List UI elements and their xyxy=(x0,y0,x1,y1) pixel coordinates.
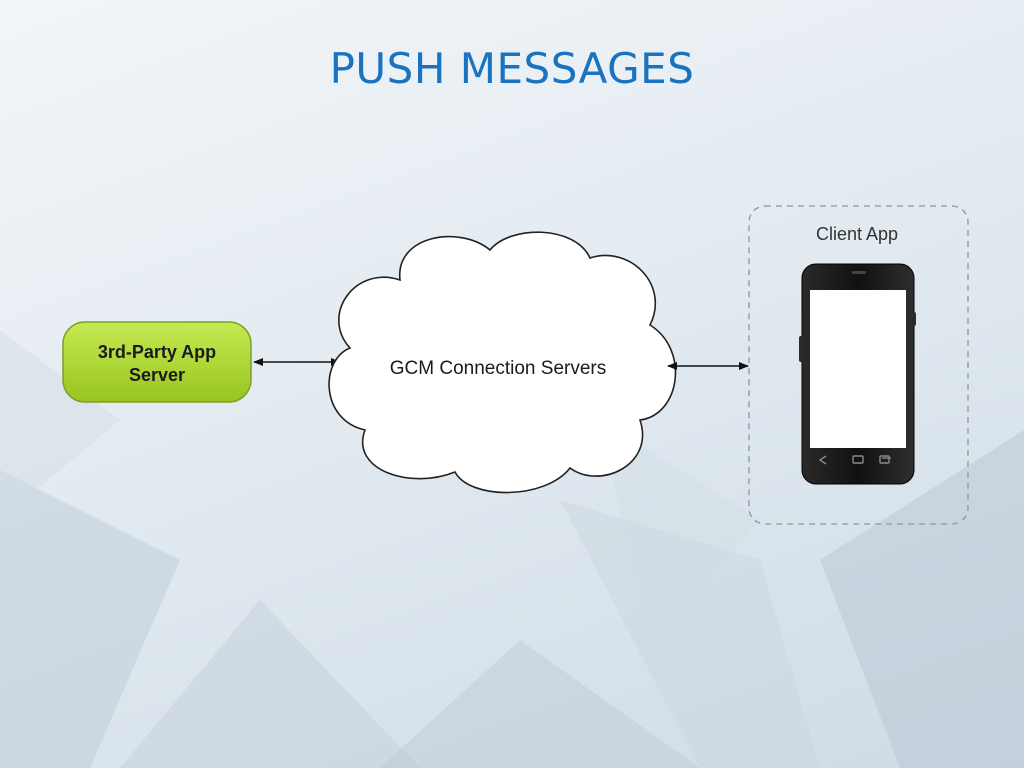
phone-icon xyxy=(799,263,916,485)
app-server-label-line1: 3rd-Party App xyxy=(98,342,216,362)
phone-screen xyxy=(810,290,906,448)
app-server-node: 3rd-Party App Server xyxy=(62,321,252,403)
slide-title: PUSH MESSAGES xyxy=(329,44,695,93)
phone-nav-buttons xyxy=(818,455,891,465)
client-app-label: Client App xyxy=(816,224,898,244)
client-app-container: Client App xyxy=(748,205,969,525)
gcm-cloud-node: GCM Connection Servers xyxy=(328,231,677,494)
app-server-label-line2: Server xyxy=(129,365,185,385)
gcm-cloud-label: GCM Connection Servers xyxy=(390,358,606,379)
